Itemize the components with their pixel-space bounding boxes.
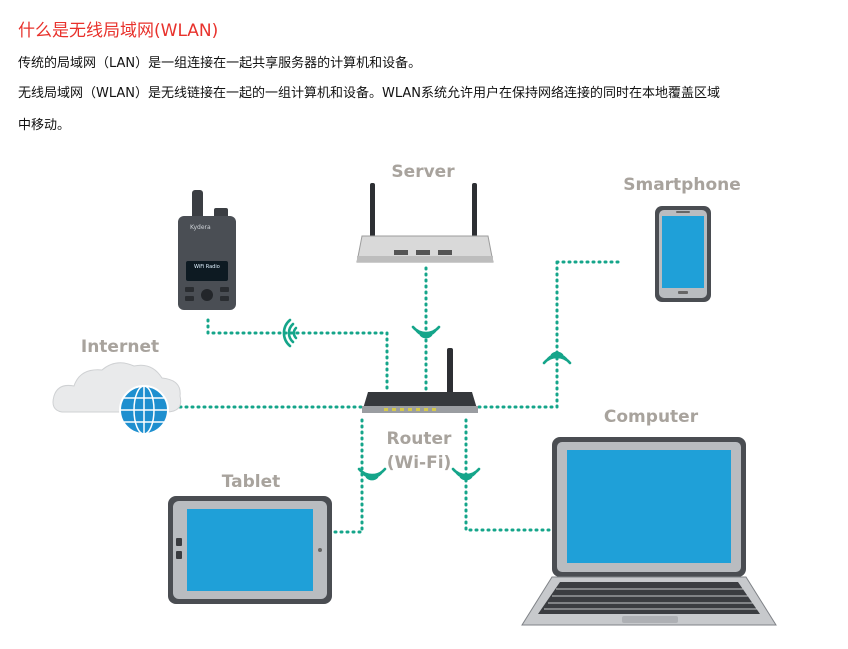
link-computer-router [464, 418, 554, 532]
wifi-radio-icon: Kydera WiFi Radio [178, 190, 236, 310]
wifi-wave-tablet-icon [357, 467, 387, 481]
router-wifi-label: (Wi-Fi) [387, 453, 452, 473]
tablet-icon [168, 496, 332, 604]
link-tablet-router [333, 418, 364, 534]
paragraph-wlan-cont: 中移动。 [18, 118, 71, 133]
wifi-wave-server-icon [411, 325, 441, 339]
computer-label: Computer [604, 407, 699, 427]
wifi-wave-smartphone-icon [542, 351, 572, 365]
router-label: Router [387, 429, 453, 449]
page-heading: 什么是无线局域网(WLAN) [18, 21, 219, 41]
tablet-label: Tablet [222, 472, 281, 492]
paragraph-wlan: 无线局域网（WLAN）是无线链接在一起的一组计算机和设备。WLAN系统允许用户在… [18, 86, 721, 101]
server-label: Server [391, 162, 455, 182]
radio-brand: Kydera [190, 224, 211, 231]
wifi-wave-radio-icon [282, 318, 298, 348]
laptop-icon [521, 437, 777, 626]
paragraph-lan: 传统的局域网（LAN）是一组连接在一起共享服务器的计算机和设备。 [18, 56, 422, 71]
connection-links [178, 260, 622, 534]
smartphone-label: Smartphone [623, 175, 741, 195]
server-router-icon [356, 183, 494, 263]
router-icon [362, 348, 478, 413]
link-smartphone-router [476, 260, 622, 409]
link-radio-router [206, 318, 389, 394]
radio-screen-text: WiFi Radio [194, 264, 220, 270]
wifi-wave-computer-icon [451, 467, 481, 481]
internet-label: Internet [81, 337, 159, 357]
smartphone-icon [655, 206, 711, 302]
globe-icon [119, 385, 169, 435]
